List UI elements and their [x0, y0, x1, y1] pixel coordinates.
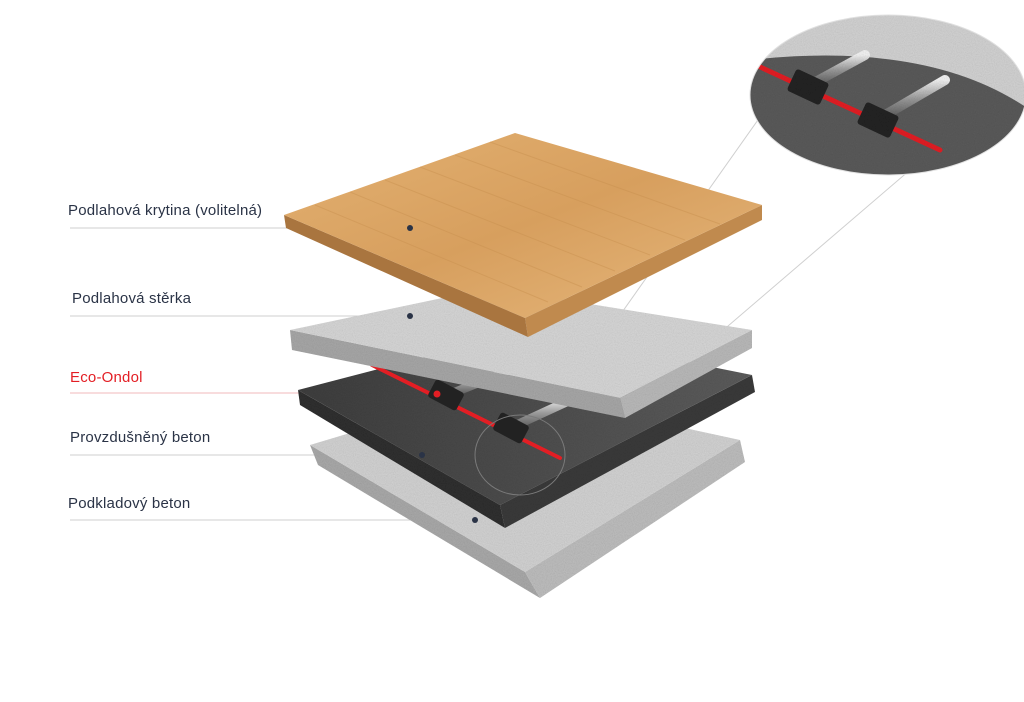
label-flooring: Podlahová krytina (volitelná) [68, 202, 263, 219]
wood-flooring-slab [284, 133, 762, 337]
dot-base [472, 517, 478, 523]
zoom-detail [749, 14, 1024, 176]
label-aerated-concrete: Provzdušněný beton [70, 429, 211, 446]
zoom-focus-ring [474, 414, 566, 496]
eco-ondol-marker [433, 390, 441, 398]
dot-flooring [407, 225, 413, 231]
dot-aerated [419, 452, 425, 458]
floor-screed-slab [290, 288, 752, 418]
label-screed: Podlahová stěrka [72, 290, 192, 307]
dot-screed [407, 313, 413, 319]
layer-dots [407, 225, 478, 523]
label-base-concrete: Podkladový beton [68, 495, 191, 512]
label-eco-ondol: Eco-Ondol [70, 369, 143, 386]
